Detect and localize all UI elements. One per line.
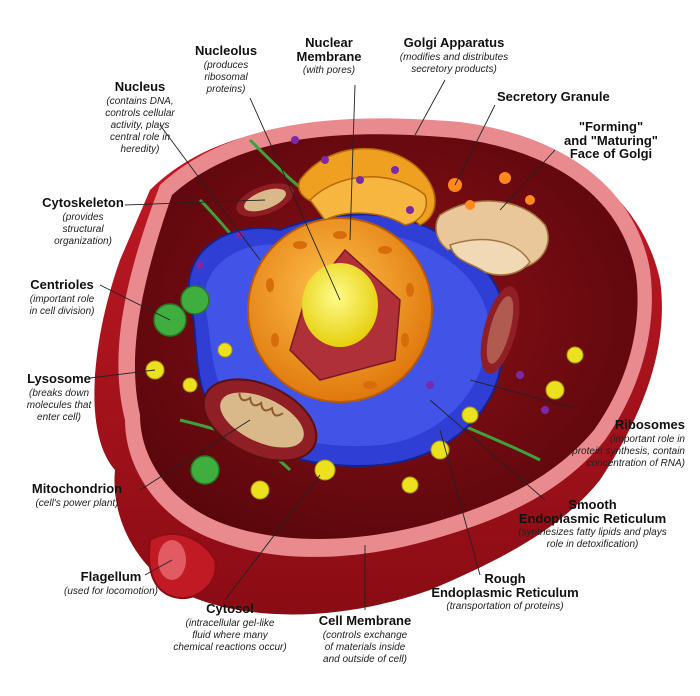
label-cytosol: Cytosol (intracellular gel-like fluid wh… (150, 602, 310, 654)
label-lysosome: Lysosome (breaks down molecules that ent… (14, 372, 104, 424)
mitochondrion-right (480, 286, 520, 374)
cell-membrane-title: Cell Membrane (318, 613, 412, 628)
label-cell-membrane: Cell Membrane (controls exchange of mate… (300, 614, 430, 666)
label-smooth-er: Smooth Endoplasmic Reticulum (synthesize… (500, 498, 685, 551)
label-nucleolus: Nucleolus (produces ribosomal proteins) (186, 44, 266, 96)
forming-title: "Forming" and "Maturing" Face of Golgi (564, 119, 658, 162)
mitochondrion-title: Mitochondrion (31, 481, 123, 496)
ribosomes-title: Ribosomes (614, 417, 685, 432)
centrioles-desc: (important role in cell division) (29, 293, 95, 317)
smooth-er-desc: (synthesizes fatty lipids and plays role… (518, 527, 667, 551)
nucleus-title: Nucleus (114, 79, 166, 94)
nucleus-desc: (contains DNA, controls cellular activit… (105, 95, 175, 155)
cytosol-title: Cytosol (206, 601, 254, 616)
nucleolus-title: Nucleolus (194, 43, 258, 58)
nucleolus-shape (302, 263, 378, 347)
centrioles-shape (153, 285, 220, 485)
ribosomes-desc: (important role in protein synthesis, co… (572, 433, 685, 469)
label-nuclear-membrane: Nuclear Membrane (with pores) (284, 36, 374, 77)
label-rough-er: Rough Endoplasmic Reticulum (transportat… (420, 572, 590, 613)
nuclear-pores (266, 231, 414, 389)
ribosomes-dots (196, 136, 549, 414)
label-nucleus: Nucleus (contains DNA, controls cellular… (90, 80, 190, 156)
cytosol-desc: (intracellular gel-like fluid where many… (173, 617, 287, 653)
flagellum-desc: (used for locomotion) (64, 585, 158, 597)
secretory-title: Secretory Granule (497, 89, 610, 104)
cell-membrane-desc: (controls exchange of materials inside a… (322, 629, 408, 665)
label-forming-golgi: "Forming" and "Maturing" Face of Golgi (556, 120, 666, 161)
nuclear-membrane-desc: (with pores) (302, 65, 356, 77)
nuclear-membrane-title: Nuclear Membrane (296, 35, 362, 64)
mitochondrion-shape (202, 378, 318, 462)
lysosome-title: Lysosome (27, 371, 91, 386)
secretory-granules (448, 172, 535, 210)
rough-er-desc: (transportation of proteins) (446, 601, 564, 613)
forming-golgi-shape (435, 200, 549, 276)
cytoskeleton-title: Cytoskeleton (42, 195, 124, 210)
smooth-er-title: Smooth Endoplasmic Reticulum (518, 497, 667, 526)
flagellum-title: Flagellum (80, 569, 142, 584)
label-centrioles: Centrioles (important role in cell divis… (12, 278, 112, 318)
label-flagellum: Flagellum (used for locomotion) (56, 570, 166, 598)
centrioles-title: Centrioles (30, 277, 94, 292)
cytoskeleton-desc: (provides structural organization) (54, 211, 112, 247)
leader-lines (89, 79, 576, 610)
label-mitochondrion: Mitochondrion (cell's power plant) (12, 482, 142, 510)
golgi-desc: (modifies and distributes secretory prod… (399, 51, 509, 75)
rough-er-title: Rough Endoplasmic Reticulum (431, 571, 579, 600)
lysosome-desc: (breaks down molecules that enter cell) (26, 387, 92, 423)
golgi-shape (298, 147, 436, 226)
label-golgi: Golgi Apparatus (modifies and distribute… (384, 36, 524, 76)
golgi-title: Golgi Apparatus (403, 35, 505, 50)
label-ribosomes: Ribosomes (important role in protein syn… (530, 418, 685, 470)
label-cytoskeleton: Cytoskeleton (provides structural organi… (28, 196, 138, 248)
mitochondrion-desc: (cell's power plant) (35, 497, 119, 509)
label-secretory-granule: Secretory Granule (497, 90, 647, 104)
nucleolus-desc: (produces ribosomal proteins) (203, 59, 249, 95)
